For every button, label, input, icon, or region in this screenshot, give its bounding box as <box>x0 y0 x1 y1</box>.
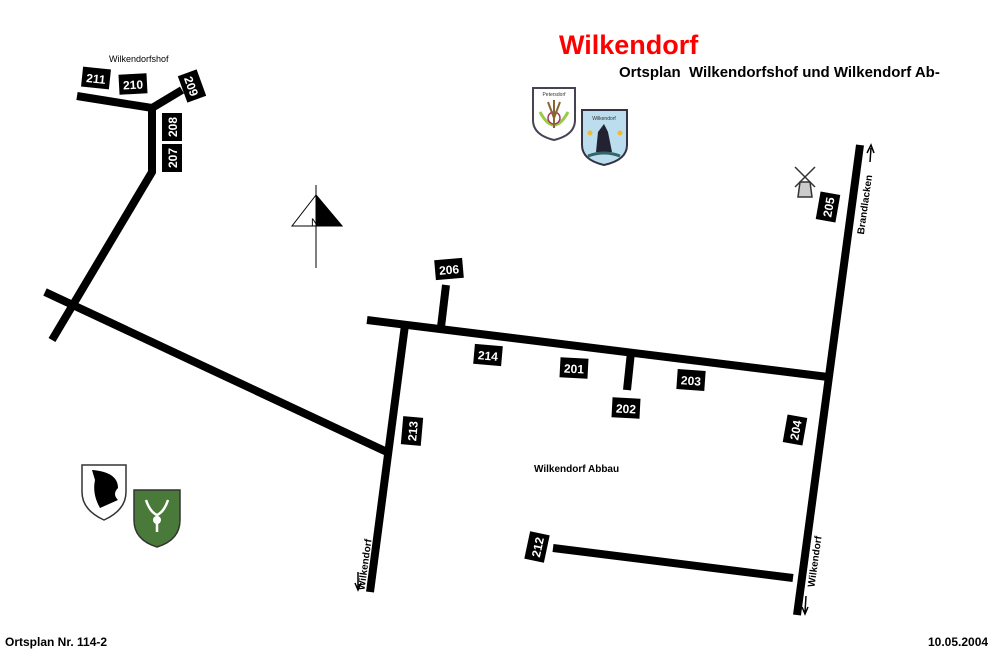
footer-plan-number: Ortsplan Nr. 114-2 <box>5 635 108 649</box>
svg-text:201: 201 <box>564 361 585 376</box>
road-wilkendorf-west <box>366 324 409 593</box>
svg-text:205: 205 <box>820 196 837 218</box>
house-number-203: 203 <box>676 369 706 391</box>
house-number-213: 213 <box>400 416 424 446</box>
road-212 <box>552 544 794 582</box>
road-east <box>793 144 864 616</box>
map-title: Wilkendorf <box>559 30 699 60</box>
place-label-wilkendorfshof: Wilkendorfshof <box>109 54 169 64</box>
map-subtitle: Ortsplan Wilkendorfshof und Wilkendorf A… <box>619 64 940 81</box>
house-number-212: 212 <box>524 531 550 563</box>
road-main <box>366 316 829 381</box>
svg-text:Petersdorf: Petersdorf <box>542 92 566 98</box>
svg-text:203: 203 <box>680 373 701 388</box>
svg-text:214: 214 <box>477 348 498 364</box>
house-number-209: 209 <box>177 69 207 103</box>
house-number-210: 210 <box>118 73 148 95</box>
svg-text:209: 209 <box>181 75 201 99</box>
house-number-211: 211 <box>81 66 111 90</box>
svg-text:204: 204 <box>787 419 804 441</box>
arrow-down-icon <box>354 572 362 592</box>
svg-text:211: 211 <box>86 71 107 87</box>
crest-stag-icon <box>133 489 181 548</box>
road-spur-206 <box>437 284 450 328</box>
road-wilkendorfshof-south <box>48 108 156 343</box>
house-number-208: 208 <box>162 113 182 141</box>
crest-wilkendorf-icon: Wilkendorf <box>581 109 628 167</box>
house-number-206: 206 <box>434 257 464 281</box>
svg-text:Wilkendorf: Wilkendorf <box>592 116 616 122</box>
crest-eagle-icon <box>81 464 127 521</box>
road-diagonal <box>43 288 389 456</box>
crest-petersdorf-icon: Petersdorf <box>532 87 576 142</box>
house-number-214: 214 <box>473 343 503 367</box>
footer-date: 10.05.2004 <box>928 635 989 649</box>
house-number-202: 202 <box>611 397 641 419</box>
svg-text:208: 208 <box>166 117 180 137</box>
svg-text:206: 206 <box>438 262 459 278</box>
house-number-201: 201 <box>559 357 589 379</box>
place-label-wilkendorf-abbau: Wilkendorf Abbau <box>534 464 620 475</box>
house-number-205: 205 <box>815 191 841 223</box>
arrow-down-icon <box>801 595 809 616</box>
windmill-icon <box>794 166 816 198</box>
svg-text:210: 210 <box>123 77 144 92</box>
svg-text:202: 202 <box>616 401 637 416</box>
svg-text:212: 212 <box>529 536 547 559</box>
arrow-up-icon <box>866 143 875 163</box>
road-spur-202 <box>623 351 635 391</box>
roads <box>43 86 864 616</box>
house-number-204: 204 <box>782 414 808 446</box>
house-number-207: 207 <box>162 144 182 172</box>
svg-text:207: 207 <box>166 148 180 168</box>
svg-text:N: N <box>311 217 319 229</box>
svg-text:213: 213 <box>405 420 421 441</box>
north-arrow-icon: N <box>290 185 344 268</box>
